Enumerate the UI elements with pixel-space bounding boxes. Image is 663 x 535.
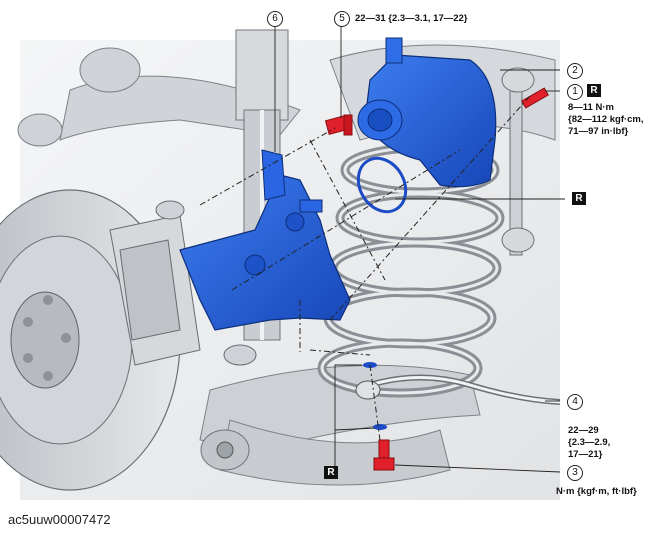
torque-part3-line2: {2.3—2.9, (568, 437, 611, 448)
torque-part1-line1: 8—11 N·m (568, 102, 614, 113)
callout-1: 1 (567, 84, 583, 100)
torque-part5: 22—31 {2.3—3.1, 17—22} (355, 13, 468, 24)
caliper-bracket (109, 200, 257, 366)
bolt-part-1 (521, 87, 549, 109)
o-ring (356, 156, 408, 214)
callout-2: 2 (567, 63, 583, 79)
callout-3: 3 (567, 465, 583, 481)
washer-lower (373, 424, 387, 430)
bolt-part-5 (324, 114, 353, 136)
replace-mark-o-ring: R (572, 192, 586, 205)
leader-lines (274, 26, 565, 473)
brake-caliper (179, 149, 351, 331)
torque-part3-line3: 17—21} (568, 449, 603, 460)
torque-part1-line3: 71—97 in·lbf} (568, 126, 629, 137)
assembly-lines (199, 95, 531, 441)
parking-brake-motor (357, 37, 497, 188)
torque-part3-line1: 22—29 (568, 425, 599, 436)
torque-part1-line2: {82—112 kgf·cm, (568, 114, 644, 125)
callout-6: 6 (267, 11, 283, 27)
replace-mark-part1: R (587, 84, 601, 97)
figure-caption: ac5uuw00007472 (8, 512, 111, 527)
stabilizer-link (501, 67, 535, 256)
callout-5: 5 (334, 11, 350, 27)
torque-units: N·m {kgf·m, ft·lbf} (556, 486, 637, 497)
brake-disc (0, 189, 181, 491)
replace-mark-washers: R (324, 466, 338, 479)
brake-hose (355, 374, 561, 405)
bolt-part-3 (373, 439, 395, 471)
callout-4: 4 (567, 394, 583, 410)
